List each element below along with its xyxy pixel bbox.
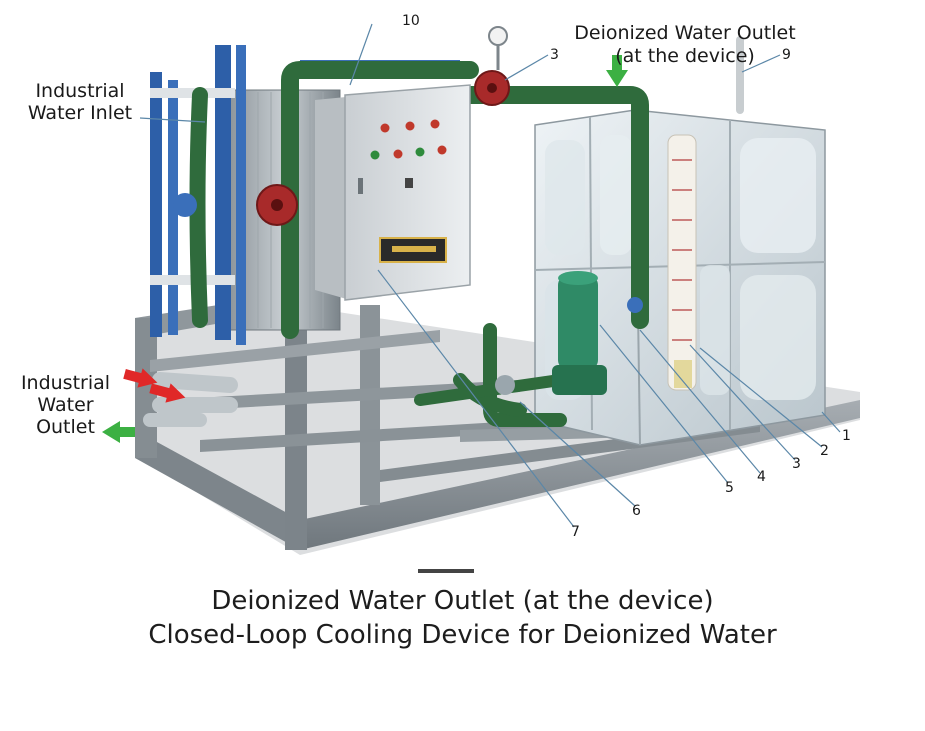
part-number-6: 6 [632,503,641,519]
pipework [143,36,744,427]
part-number-7: 7 [571,524,580,540]
part-number-3-top: 3 [550,47,559,63]
part-number-3: 3 [792,456,801,472]
caption-line1: Deionized Water Outlet (at the device) [211,586,714,616]
caption-divider [418,569,474,573]
inflow-arrows [123,368,186,403]
part-number-5: 5 [725,480,734,496]
industrial-water-outlet-label: Industrial Water Outlet [20,372,111,438]
caption-line2: Closed-Loop Cooling Device for Deionized… [148,620,777,650]
part-number-9: 9 [782,47,791,63]
leader-lines [139,23,841,528]
control-cabinet [315,84,471,301]
deionized-outlet-label-line2: (at the device) [615,45,755,67]
part-number-2: 2 [820,443,829,459]
part-number-4: 4 [757,469,766,485]
industrial-water-inlet-label: Industrial Water Inlet [27,80,133,124]
part-number-10: 10 [402,13,420,29]
circulation-pump [552,271,607,395]
outflow-arrows [102,55,628,443]
level-gauge [667,134,697,391]
deionized-outlet-label-line1: Deionized Water Outlet [574,22,796,44]
valves [173,26,643,395]
part-number-1: 1 [842,428,851,444]
